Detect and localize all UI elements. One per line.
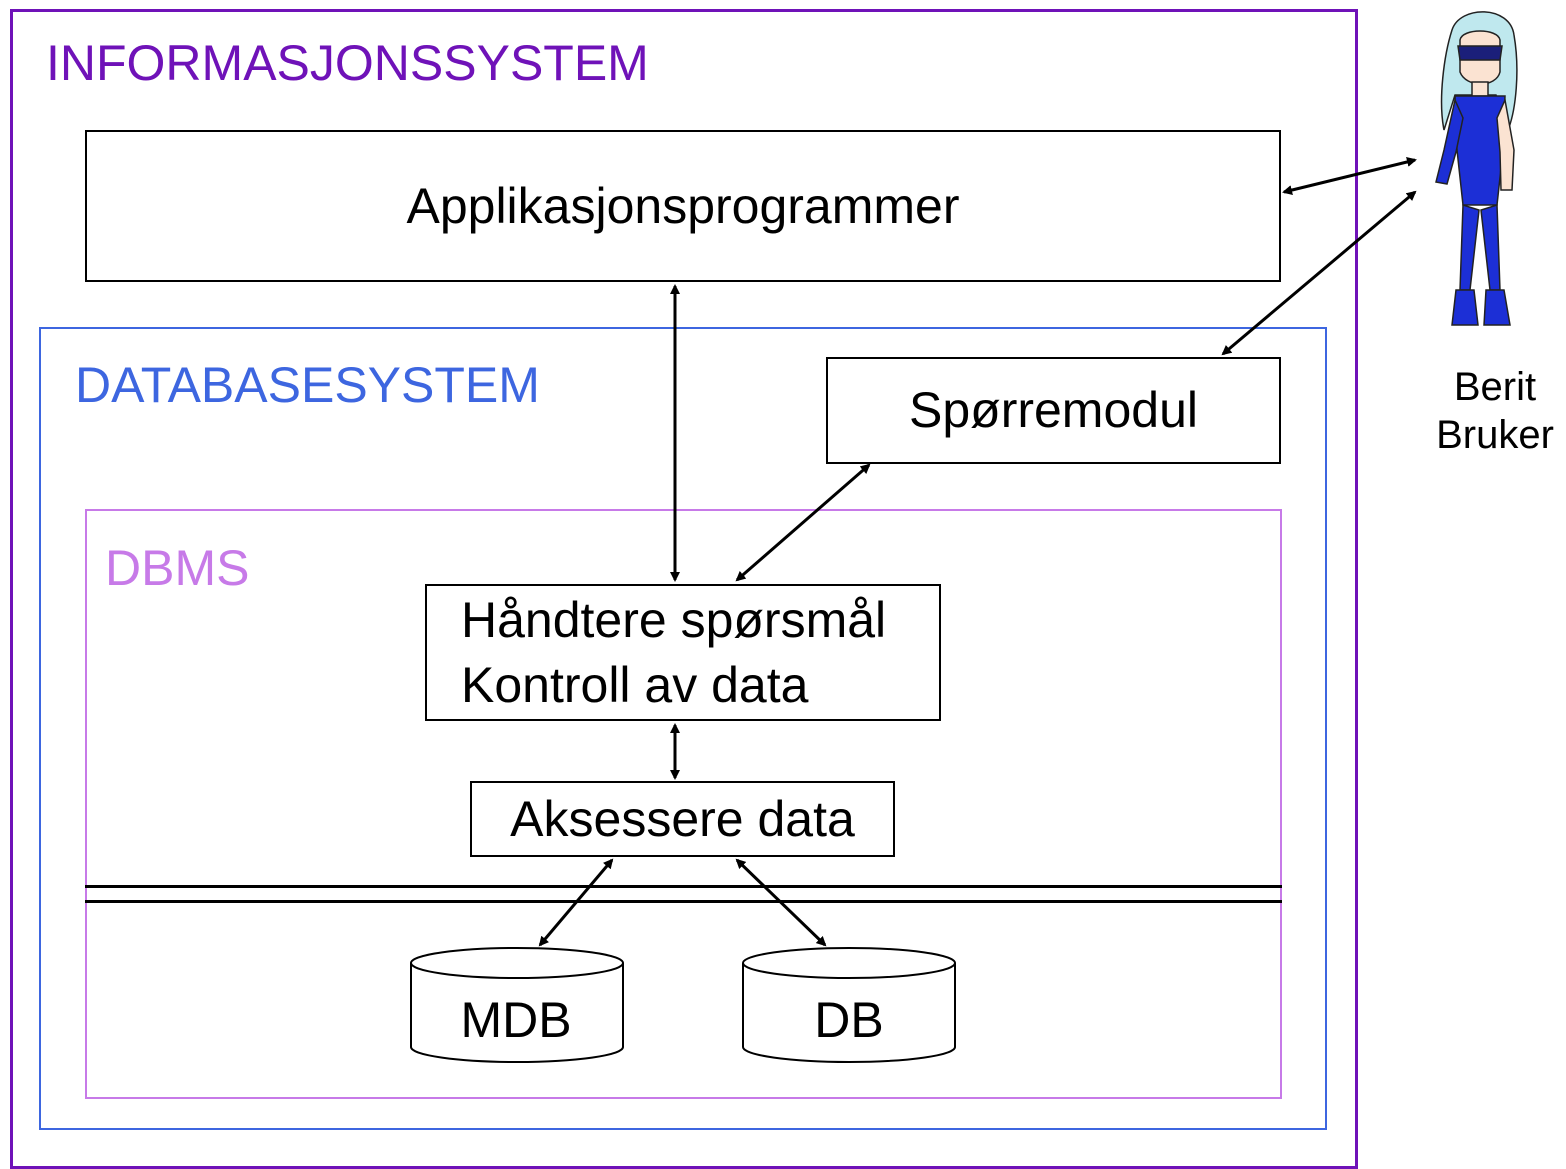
- arrow-access-to-db: [735, 858, 827, 947]
- arrow-sporremodul-to-handler: [735, 463, 871, 582]
- applikasjonsprogrammer-label: Applikasjonsprogrammer: [406, 177, 960, 234]
- storage-separator-top: [85, 885, 1282, 888]
- kontroll-av-data-label: Kontroll av data: [461, 656, 809, 713]
- informasjonssystem-label: INFORMASJONSSYSTEM: [46, 35, 649, 91]
- dbms-frame: [85, 509, 1282, 1099]
- user-label: Berit Bruker: [1430, 363, 1560, 459]
- arrow-access-to-mdb: [538, 858, 614, 947]
- databasesystem-label: DATABASESYSTEM: [75, 357, 540, 413]
- databasesystem-frame: [39, 327, 1327, 1130]
- arrow-sporremodul-to-user: [1221, 190, 1417, 356]
- storage-separator-bottom: [85, 900, 1282, 903]
- query-handler-box: Håndtere spørsmål Kontroll av data: [425, 584, 941, 721]
- user-figure-icon: [1435, 11, 1518, 326]
- user-last-name: Bruker: [1436, 413, 1554, 457]
- sporremodul-box: Spørremodul: [826, 357, 1281, 464]
- handtere-sporsmal-label: Håndtere spørsmål: [461, 591, 887, 648]
- mdb-label: MDB: [460, 992, 571, 1048]
- aksessere-data-box: Aksessere data: [470, 781, 895, 857]
- db-cylinder: [742, 947, 956, 1063]
- applikasjonsprogrammer-box: Applikasjonsprogrammer: [85, 130, 1281, 282]
- mdb-cylinder: [410, 947, 624, 1063]
- user-first-name: Berit: [1453, 365, 1537, 409]
- db-label: DB: [814, 992, 883, 1048]
- dbms-label: DBMS: [105, 540, 250, 596]
- sporremodul-label: Spørremodul: [909, 382, 1198, 438]
- aksessere-data-label: Aksessere data: [510, 790, 855, 847]
- arrow-app-to-user: [1282, 157, 1417, 195]
